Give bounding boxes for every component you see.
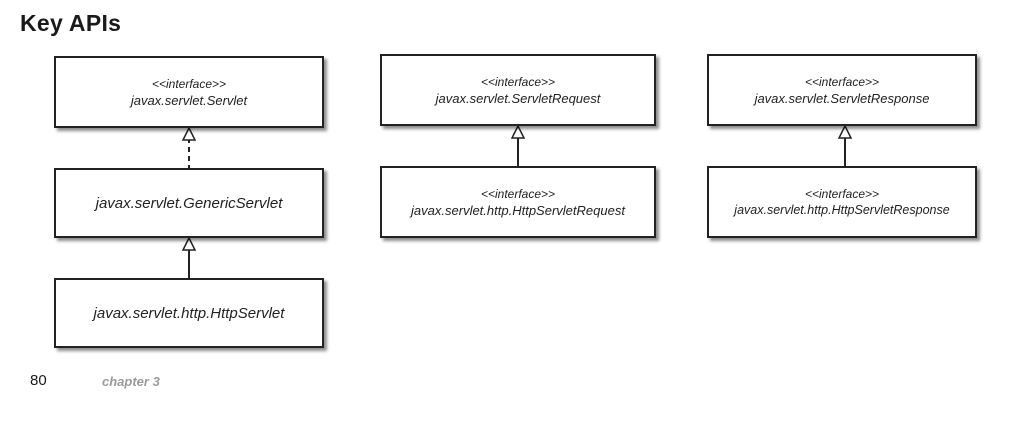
- http-servlet-box: javax.servlet.http.HttpServlet: [54, 278, 324, 348]
- class-name: javax.servlet.http.HttpServletRequest: [411, 202, 625, 218]
- servlet-response-interface-box: <<interface>> javax.servlet.ServletRespo…: [707, 54, 977, 126]
- stereotype-label: <<interface>>: [151, 76, 227, 91]
- stereotype-label: <<interface>>: [480, 186, 556, 201]
- page-number: 80: [30, 372, 47, 389]
- hollow-arrowhead: [181, 236, 197, 251]
- hollow-arrowhead: [837, 124, 853, 139]
- servlet-interface-box: <<interface>> javax.servlet.Servlet: [54, 56, 324, 128]
- class-name: javax.servlet.http.HttpServlet: [93, 304, 285, 322]
- stereotype-label: <<interface>>: [804, 74, 880, 89]
- class-name: javax.servlet.ServletResponse: [754, 90, 930, 106]
- stereotype-label: <<interface>>: [480, 74, 556, 89]
- http-servlet-request-interface-box: <<interface>> javax.servlet.http.HttpSer…: [380, 166, 656, 238]
- class-name: javax.servlet.ServletRequest: [435, 90, 601, 106]
- servlet-request-interface-box: <<interface>> javax.servlet.ServletReque…: [380, 54, 656, 126]
- generic-servlet-box: javax.servlet.GenericServlet: [54, 168, 324, 238]
- class-name: javax.servlet.Servlet: [130, 92, 248, 108]
- hollow-arrowhead: [510, 124, 526, 139]
- class-name: javax.servlet.GenericServlet: [95, 194, 283, 212]
- hollow-arrowhead: [181, 126, 197, 141]
- class-name: javax.servlet.http.HttpServletResponse: [734, 202, 950, 217]
- page-title: Key APIs: [20, 10, 122, 36]
- chapter-label: chapter 3: [102, 374, 160, 389]
- http-servlet-response-interface-box: <<interface>> javax.servlet.http.HttpSer…: [707, 166, 977, 238]
- stereotype-label: <<interface>>: [804, 186, 880, 201]
